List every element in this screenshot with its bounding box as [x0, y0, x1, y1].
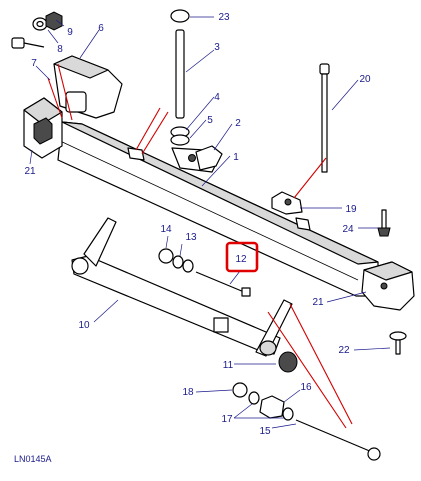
pin-24: [377, 209, 391, 237]
callout-23: 23: [218, 12, 230, 23]
end-cap-left: [23, 97, 63, 159]
callout-19: 19: [345, 204, 357, 215]
callout-12: 12: [235, 254, 247, 265]
long-stud: [175, 29, 185, 119]
callout-6: 6: [98, 23, 104, 34]
beam-tab-right: [295, 217, 311, 231]
stud-nut: [195, 145, 223, 171]
nut: [45, 11, 63, 31]
a-frame-arm: [71, 217, 293, 357]
callout-22: 22: [338, 345, 350, 356]
bumper-block: [53, 55, 123, 119]
callout-5: 5: [207, 115, 213, 126]
washer: [32, 17, 48, 31]
long-bolt-15: [295, 419, 381, 461]
callout-10: 10: [78, 320, 90, 331]
callout-1: 1: [233, 152, 239, 163]
callout-11: 11: [223, 360, 234, 371]
callout-12-highlight: [225, 241, 259, 273]
callout-13: 13: [185, 232, 197, 243]
bolt-fixing: [11, 37, 45, 49]
drawing-code: LN0145A: [14, 454, 52, 464]
washer-17: [248, 391, 294, 421]
stud-22: [389, 331, 407, 355]
pivot-bolt: [195, 271, 251, 297]
callout-labels: 1 2 3 4 5 6 7 8 9 10 11 12 13 14 15 16 1…: [24, 12, 371, 437]
bush-18: [232, 382, 248, 398]
callout-9: 9: [67, 27, 73, 38]
bracket-19: [271, 191, 303, 215]
callout-14: 14: [160, 224, 172, 235]
callout-21-right: 21: [312, 297, 324, 308]
callout-8: 8: [57, 44, 63, 55]
alignment-guide-lines: [47, 63, 353, 429]
callout-7: 7: [31, 58, 37, 69]
long-bolt: [319, 63, 330, 173]
callout-16: 16: [300, 382, 312, 393]
callout-4: 4: [214, 92, 220, 103]
bush-16: [259, 395, 285, 419]
bush-14: [158, 248, 174, 264]
callout-15: 15: [259, 426, 271, 437]
callout-3: 3: [214, 42, 220, 53]
end-cap-right: [361, 261, 415, 311]
callout-20: 20: [359, 74, 371, 85]
callout-18: 18: [182, 387, 194, 398]
callout-17: 17: [221, 414, 233, 425]
callout-21-left: 21: [24, 166, 36, 177]
callout-2: 2: [235, 118, 241, 129]
stud-cap: [170, 9, 190, 23]
plug: [278, 351, 298, 373]
leader-lines: [29, 16, 391, 429]
callout-24: 24: [342, 224, 354, 235]
beam-tab-left: [127, 147, 145, 161]
stud-washer: [170, 126, 190, 146]
washers-13: [172, 255, 194, 273]
